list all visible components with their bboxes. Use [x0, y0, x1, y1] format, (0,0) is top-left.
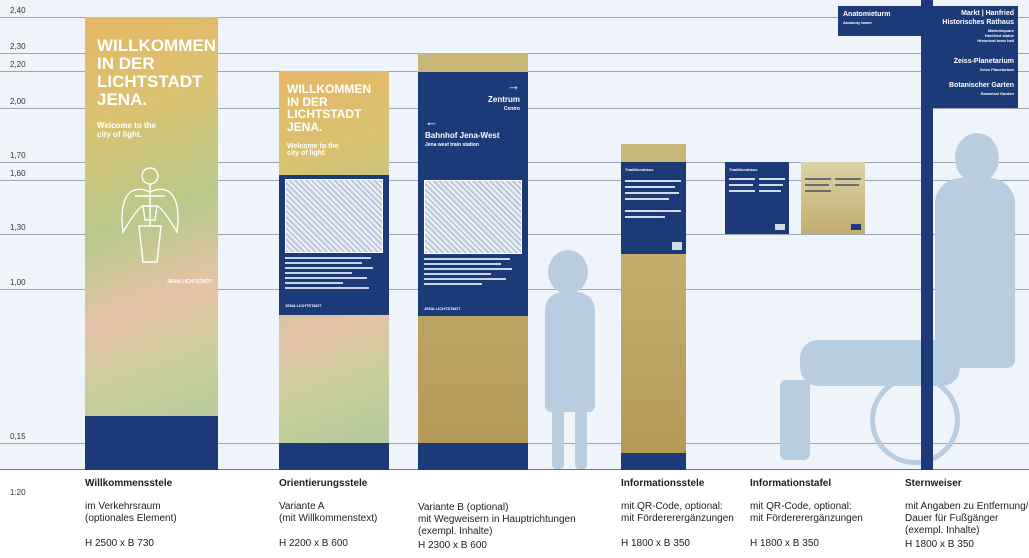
qr-code-icon [851, 224, 861, 230]
caption-title: Sternweiser [905, 478, 962, 489]
destination-zentrum: Zentrum [488, 95, 520, 104]
stele-tagline: Welcome to the city of light. [97, 121, 156, 139]
signpost-sub-rathaus: Marketsquare Hanfried statue Historical … [977, 28, 1014, 43]
caption-size: H 1800 x B 350 [750, 538, 819, 549]
stele-headline: WILLKOMMEN IN DER LICHTSTADT JENA. [287, 82, 371, 134]
informationsstele: Traditionshaus [621, 144, 686, 470]
info-panel-back [801, 162, 865, 234]
stele-brand: JENA LICHTSTADT [167, 279, 213, 285]
caption-size: H 1800 x B 350 [905, 539, 974, 550]
tick-label: 0,15 [10, 432, 26, 441]
caption-title: Orientierungsstele [279, 478, 368, 489]
signpost-sub-planetarium: Zeiss Planetarium [979, 67, 1014, 72]
signpost-label-rathaus: Historisches Rathaus [942, 19, 1014, 26]
tick-label: 2,20 [10, 60, 26, 69]
signpost-label-botanischer-garten: Botanischer Garten [949, 82, 1014, 89]
tick-label: 1,00 [10, 278, 26, 287]
qr-code-icon [672, 242, 682, 250]
info-card: Traditionshaus [621, 162, 686, 254]
signpost-sub-botanischer-garten: Botanical Garden [980, 91, 1014, 96]
caption-size: H 2500 x B 730 [85, 538, 154, 549]
caption-description: Variante A (mit Willkommenstext) [279, 501, 378, 524]
signpost-label-planetarium: Zeiss-Planetarium [953, 58, 1014, 65]
map-legend [285, 257, 381, 292]
caption-description: im Verkehrsraum (optionales Element) [85, 501, 177, 524]
caption-size: H 2300 x B 600 [418, 540, 487, 551]
tick-label: 1,30 [10, 223, 26, 232]
signpost-right-arm: Markt | Hanfried Historisches Rathaus Ma… [933, 6, 1018, 108]
signpost-label-markt: Markt | Hanfried [961, 10, 1014, 17]
info-panel-front: Traditionshaus [725, 162, 789, 234]
caption-description: mit Angaben zu Entfernung/ Dauer für Fuß… [905, 501, 1029, 536]
angel-emblem-icon [121, 167, 179, 263]
scale-label: 1:20 [10, 488, 26, 497]
stele-base [85, 416, 218, 470]
arrow-left-icon: ← [425, 114, 438, 129]
caption-description: mit QR-Code, optional: mit Fördererergän… [621, 501, 734, 524]
destination-zentrum-sub: Centro [503, 106, 520, 112]
caption-informationstafel: Informationstafel mit QR-Code, optional:… [750, 478, 863, 549]
stele-base [418, 443, 528, 470]
info-card-title: Traditionshaus [625, 167, 654, 172]
city-map [285, 179, 383, 253]
stele-tagline: Welcome to the city of light. [287, 143, 339, 157]
sternweiser-pole [921, 0, 933, 470]
caption-informationsstele: Informationsstele mit QR-Code, optional:… [621, 478, 734, 549]
caption-title: Informationsstele [621, 478, 705, 489]
stele-headline: WILLKOMMEN IN DER LICHTSTADT JENA. [97, 36, 216, 109]
caption-orientierungsstele-a: Orientierungsstele Variante A (mit Willk… [279, 478, 377, 549]
gridline-240 [0, 17, 1029, 18]
caption-title: Informationstafel [750, 478, 832, 489]
caption-willkommensstele: Willkommensstele im Verkehrsraum (option… [85, 478, 177, 549]
willkommensstele: WILLKOMMEN IN DER LICHTSTADT JENA. Welco… [85, 17, 218, 470]
map-panel: JENA LICHTSTADT [279, 175, 389, 315]
destination-bahnhof: Bahnhof Jena-West [425, 131, 500, 140]
stele-brand: JENA LICHTSTADT [285, 303, 322, 308]
tick-label: 2,30 [10, 42, 26, 51]
wayfinding-panel: → Zentrum Centro ← Bahnhof Jena-West Jen… [418, 72, 528, 316]
stele-brand: JENA LICHTSTADT [424, 306, 461, 311]
signpost-left-arm: Anatomieturm Anatomy tower [838, 6, 921, 36]
tick-label: 2,40 [10, 6, 26, 15]
signpost-left-sub: Anatomy tower [843, 20, 872, 25]
tick-label: 2,00 [10, 97, 26, 106]
destination-bahnhof-sub: Jena west train station [425, 142, 479, 148]
caption-size: H 2200 x B 600 [279, 538, 348, 549]
caption-title [418, 478, 576, 490]
tick-label: 1,70 [10, 151, 26, 160]
arrow-right-icon: → [507, 78, 520, 93]
tick-label: 1,60 [10, 169, 26, 178]
caption-orientierungsstele-b: Variante B (optional) mit Wegweisern in … [418, 478, 576, 551]
city-map [424, 180, 522, 254]
qr-code-icon [775, 224, 785, 230]
orientierungsstele-variante-b: → Zentrum Centro ← Bahnhof Jena-West Jen… [418, 53, 528, 470]
caption-description: Variante B (optional) mit Wegweisern in … [418, 502, 576, 537]
caption-sternweiser: Sternweiser mit Angaben zu Entfernung/ D… [905, 478, 1029, 550]
caption-size: H 1800 x B 350 [621, 538, 690, 549]
caption-description: mit QR-Code, optional: mit Fördererergän… [750, 501, 863, 524]
stele-base [279, 443, 389, 470]
signpost-left-label: Anatomieturm [843, 11, 891, 18]
orientierungsstele-variante-a: WILLKOMMEN IN DER LICHTSTADT JENA. Welco… [279, 71, 389, 470]
caption-title: Willkommensstele [85, 478, 173, 489]
map-legend [424, 258, 520, 288]
info-card-title: Traditionshaus [729, 167, 758, 172]
stele-base [621, 453, 686, 470]
